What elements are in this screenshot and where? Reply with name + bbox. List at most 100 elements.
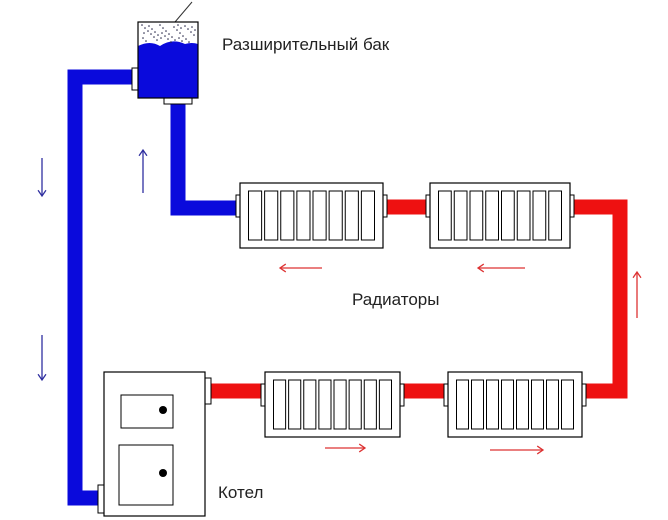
tank-foam-dot xyxy=(162,27,164,29)
flow-arrow-left-2 xyxy=(476,263,525,273)
tank-foam-dot xyxy=(161,32,163,34)
radiator-top-right xyxy=(425,182,575,249)
radiators-label: Радиаторы xyxy=(352,290,440,309)
tank-foam-dot xyxy=(153,36,155,38)
tank-water xyxy=(138,41,198,98)
tank-foam-dot xyxy=(148,25,150,27)
radiator-fin xyxy=(501,379,514,430)
flow-arrow-down-1 xyxy=(37,158,47,198)
tank-foam-dot xyxy=(150,33,152,35)
radiator-fin xyxy=(344,190,359,241)
radiator-fin xyxy=(360,190,375,241)
flow-arrow-down-2 xyxy=(37,335,47,382)
radiator-fin xyxy=(333,379,347,430)
flow-arrow-up-riser xyxy=(632,270,642,318)
tank-foam-dot xyxy=(142,37,144,39)
radiator-fin xyxy=(328,190,343,241)
tank-vent-line xyxy=(174,1,193,23)
radiator-bottom-left xyxy=(260,371,405,438)
tank-foam-dot xyxy=(177,24,179,26)
tank-outline xyxy=(137,21,199,99)
radiator-body xyxy=(447,371,583,438)
radiator-body xyxy=(429,182,571,249)
tank-foam-dot xyxy=(156,39,158,41)
tank-foam-dot xyxy=(168,33,170,35)
tank-foam-dot xyxy=(144,27,146,29)
tank-side-stub xyxy=(131,67,139,91)
radiator-fin xyxy=(248,190,263,241)
radiator-fin xyxy=(516,190,531,241)
arrow-head xyxy=(536,445,545,455)
tank-foam-dot xyxy=(164,35,166,37)
tank-foam-dot xyxy=(173,26,175,28)
radiator-fin xyxy=(469,190,484,241)
radiator-fin xyxy=(280,190,295,241)
expansion-tank xyxy=(131,1,199,105)
tank-foam-dot xyxy=(160,37,162,39)
boiler-upper-handle xyxy=(159,406,167,414)
flow-arrow-right-2 xyxy=(490,445,545,455)
arrow-head xyxy=(37,373,47,382)
radiator-fin xyxy=(363,379,377,430)
tank-foam-dot xyxy=(167,38,169,40)
radiator-fin xyxy=(453,190,468,241)
radiator-fin xyxy=(273,379,287,430)
radiator-fin xyxy=(546,379,559,430)
tank-foam-dot xyxy=(176,29,178,31)
flow-arrow-up-tank xyxy=(138,148,148,193)
arrow-head xyxy=(278,263,287,273)
tank-foam-dot xyxy=(141,24,143,26)
tank-foam-dot xyxy=(157,34,159,36)
arrow-head xyxy=(358,443,367,453)
radiator-fin xyxy=(264,190,279,241)
flow-arrow-right-1 xyxy=(325,443,367,453)
tank-foam-dot xyxy=(165,30,167,32)
radiator-top-left xyxy=(235,182,388,249)
tank-bottom-stub xyxy=(163,97,193,105)
radiator-fin xyxy=(516,379,529,430)
radiator-bottom-right xyxy=(443,371,587,438)
boiler-inlet-stub xyxy=(97,484,105,514)
tank-foam-dot xyxy=(159,24,161,26)
boiler xyxy=(97,371,212,517)
boiler-outlet-stub xyxy=(204,377,212,405)
boiler-lower-handle xyxy=(159,469,167,477)
tank-foam-dot xyxy=(190,31,192,33)
radiator-fin xyxy=(312,190,327,241)
radiator-fin xyxy=(486,379,499,430)
radiator-fin xyxy=(378,379,392,430)
tank-foam-dot xyxy=(170,41,172,43)
hot-riser-pipe xyxy=(570,199,628,399)
radiator-fin xyxy=(456,379,469,430)
cold-return-pipe xyxy=(67,69,134,506)
radiator-fin xyxy=(501,190,515,241)
radiator-body xyxy=(264,371,401,438)
tank-foam-dot xyxy=(185,38,187,40)
tank-feed-pipe xyxy=(170,100,238,216)
radiator-fin xyxy=(561,379,574,430)
radiator-fin xyxy=(438,190,452,241)
radiator-fin xyxy=(318,379,332,430)
tank-foam-dot xyxy=(182,35,184,37)
tank-foam-dot xyxy=(194,29,196,31)
tank-foam-dot xyxy=(171,36,173,38)
arrow-head xyxy=(37,189,47,198)
radiator-fin xyxy=(288,379,302,430)
tank-foam-dot xyxy=(179,32,181,34)
flow-arrow-left-1 xyxy=(278,263,322,273)
arrow-head xyxy=(476,263,485,273)
radiator-fin xyxy=(532,190,547,241)
tank-foam-dot xyxy=(187,28,189,30)
tank-foam-dot xyxy=(191,26,193,28)
radiator-fin xyxy=(531,379,544,430)
radiator-fin xyxy=(348,379,362,430)
tank-foam-dot xyxy=(193,34,195,36)
tank-foam-dot xyxy=(184,25,186,27)
radiator-body xyxy=(239,182,384,249)
tank-foam-dot xyxy=(180,27,182,29)
tank-label: Разширительный бак xyxy=(222,35,390,54)
arrow-head xyxy=(138,148,148,157)
tank-foam-dot xyxy=(145,40,147,42)
tank-foam-dot xyxy=(178,37,180,39)
